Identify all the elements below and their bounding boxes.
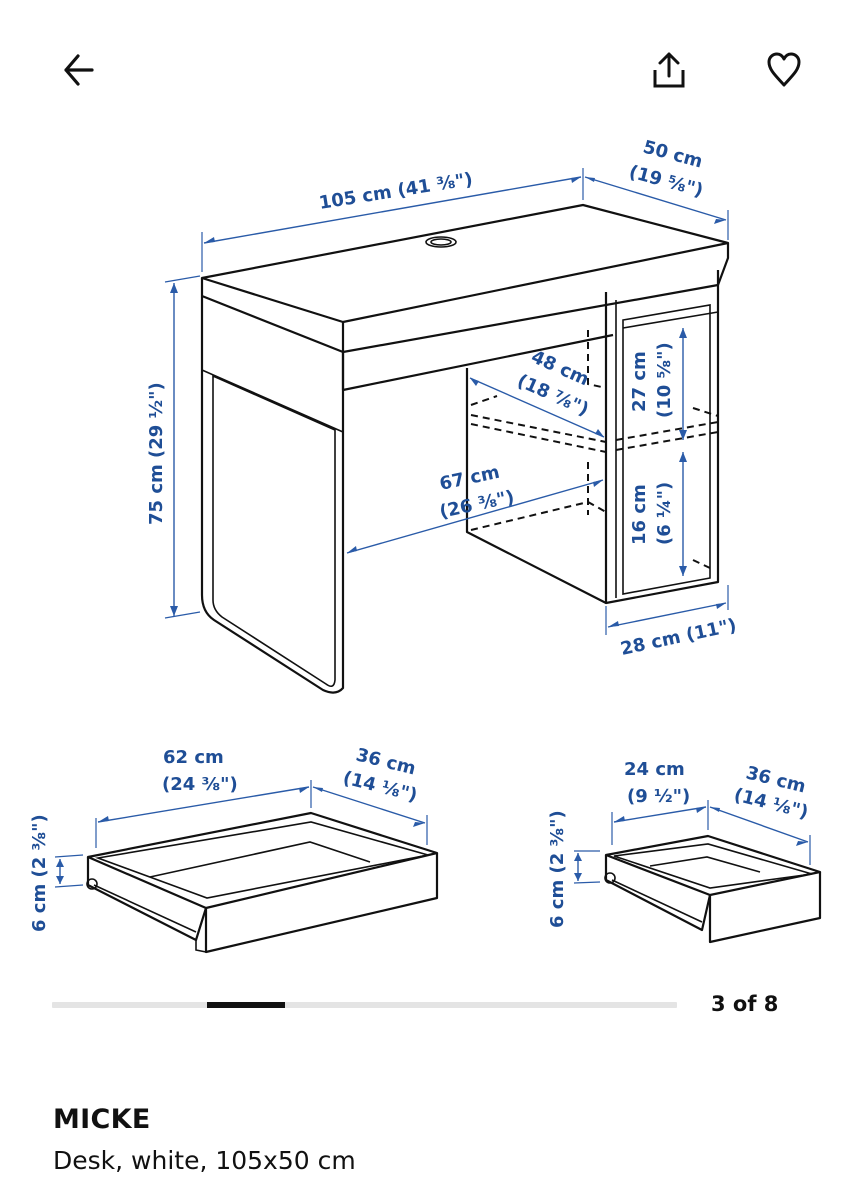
top-bar — [0, 0, 850, 140]
desk-drawing — [200, 203, 730, 694]
desk-height-label: 75 cm (29 ½") — [146, 382, 167, 525]
small-drawer-dimension-lines — [573, 800, 811, 884]
small-drawer-height-label: 6 cm (2 ⅜") — [547, 810, 568, 928]
gallery-progress-thumb[interactable] — [207, 1002, 285, 1008]
share-upload-icon — [653, 52, 685, 88]
share-button[interactable] — [641, 42, 697, 98]
desk-width-label: 105 cm (41 ⅜") — [317, 169, 474, 214]
product-description: Desk, white, 105x50 cm — [53, 1146, 356, 1175]
product-name: MICKE — [53, 1104, 151, 1135]
lower-shelf-inch-label: (6 ¼") — [654, 482, 675, 545]
large-drawer-height-label: 6 cm (2 ⅜") — [29, 814, 50, 932]
large-drawer-drawing — [86, 811, 439, 954]
small-drawer-width-label: 24 cm — [624, 759, 685, 780]
small-drawer-width-inch-label: (9 ½") — [627, 786, 690, 807]
arrow-left-icon — [64, 54, 94, 86]
large-drawer-width-label: 62 cm — [163, 747, 224, 768]
small-drawer-drawing — [604, 834, 822, 944]
lower-shelf-label: 16 cm — [629, 484, 650, 545]
large-drawer-dimension-lines — [54, 780, 428, 888]
gallery-progress-scrollbar[interactable] — [52, 1002, 677, 1008]
back-button[interactable] — [48, 42, 104, 98]
gallery-counter: 3 of 8 — [711, 992, 779, 1016]
heart-outline-icon — [767, 52, 801, 87]
upper-shelf-inch-label: (10 ⅝") — [654, 342, 675, 418]
product-dimension-illustration[interactable]: 105 cm (41 ⅜") 50 cm (19 ⅝") 75 cm (29 ½… — [0, 120, 850, 970]
large-drawer-width-inch-label: (24 ⅜") — [162, 774, 238, 795]
favorite-button[interactable] — [756, 42, 812, 98]
desk-dimension-lines — [164, 168, 729, 635]
upper-shelf-label: 27 cm — [629, 351, 650, 412]
